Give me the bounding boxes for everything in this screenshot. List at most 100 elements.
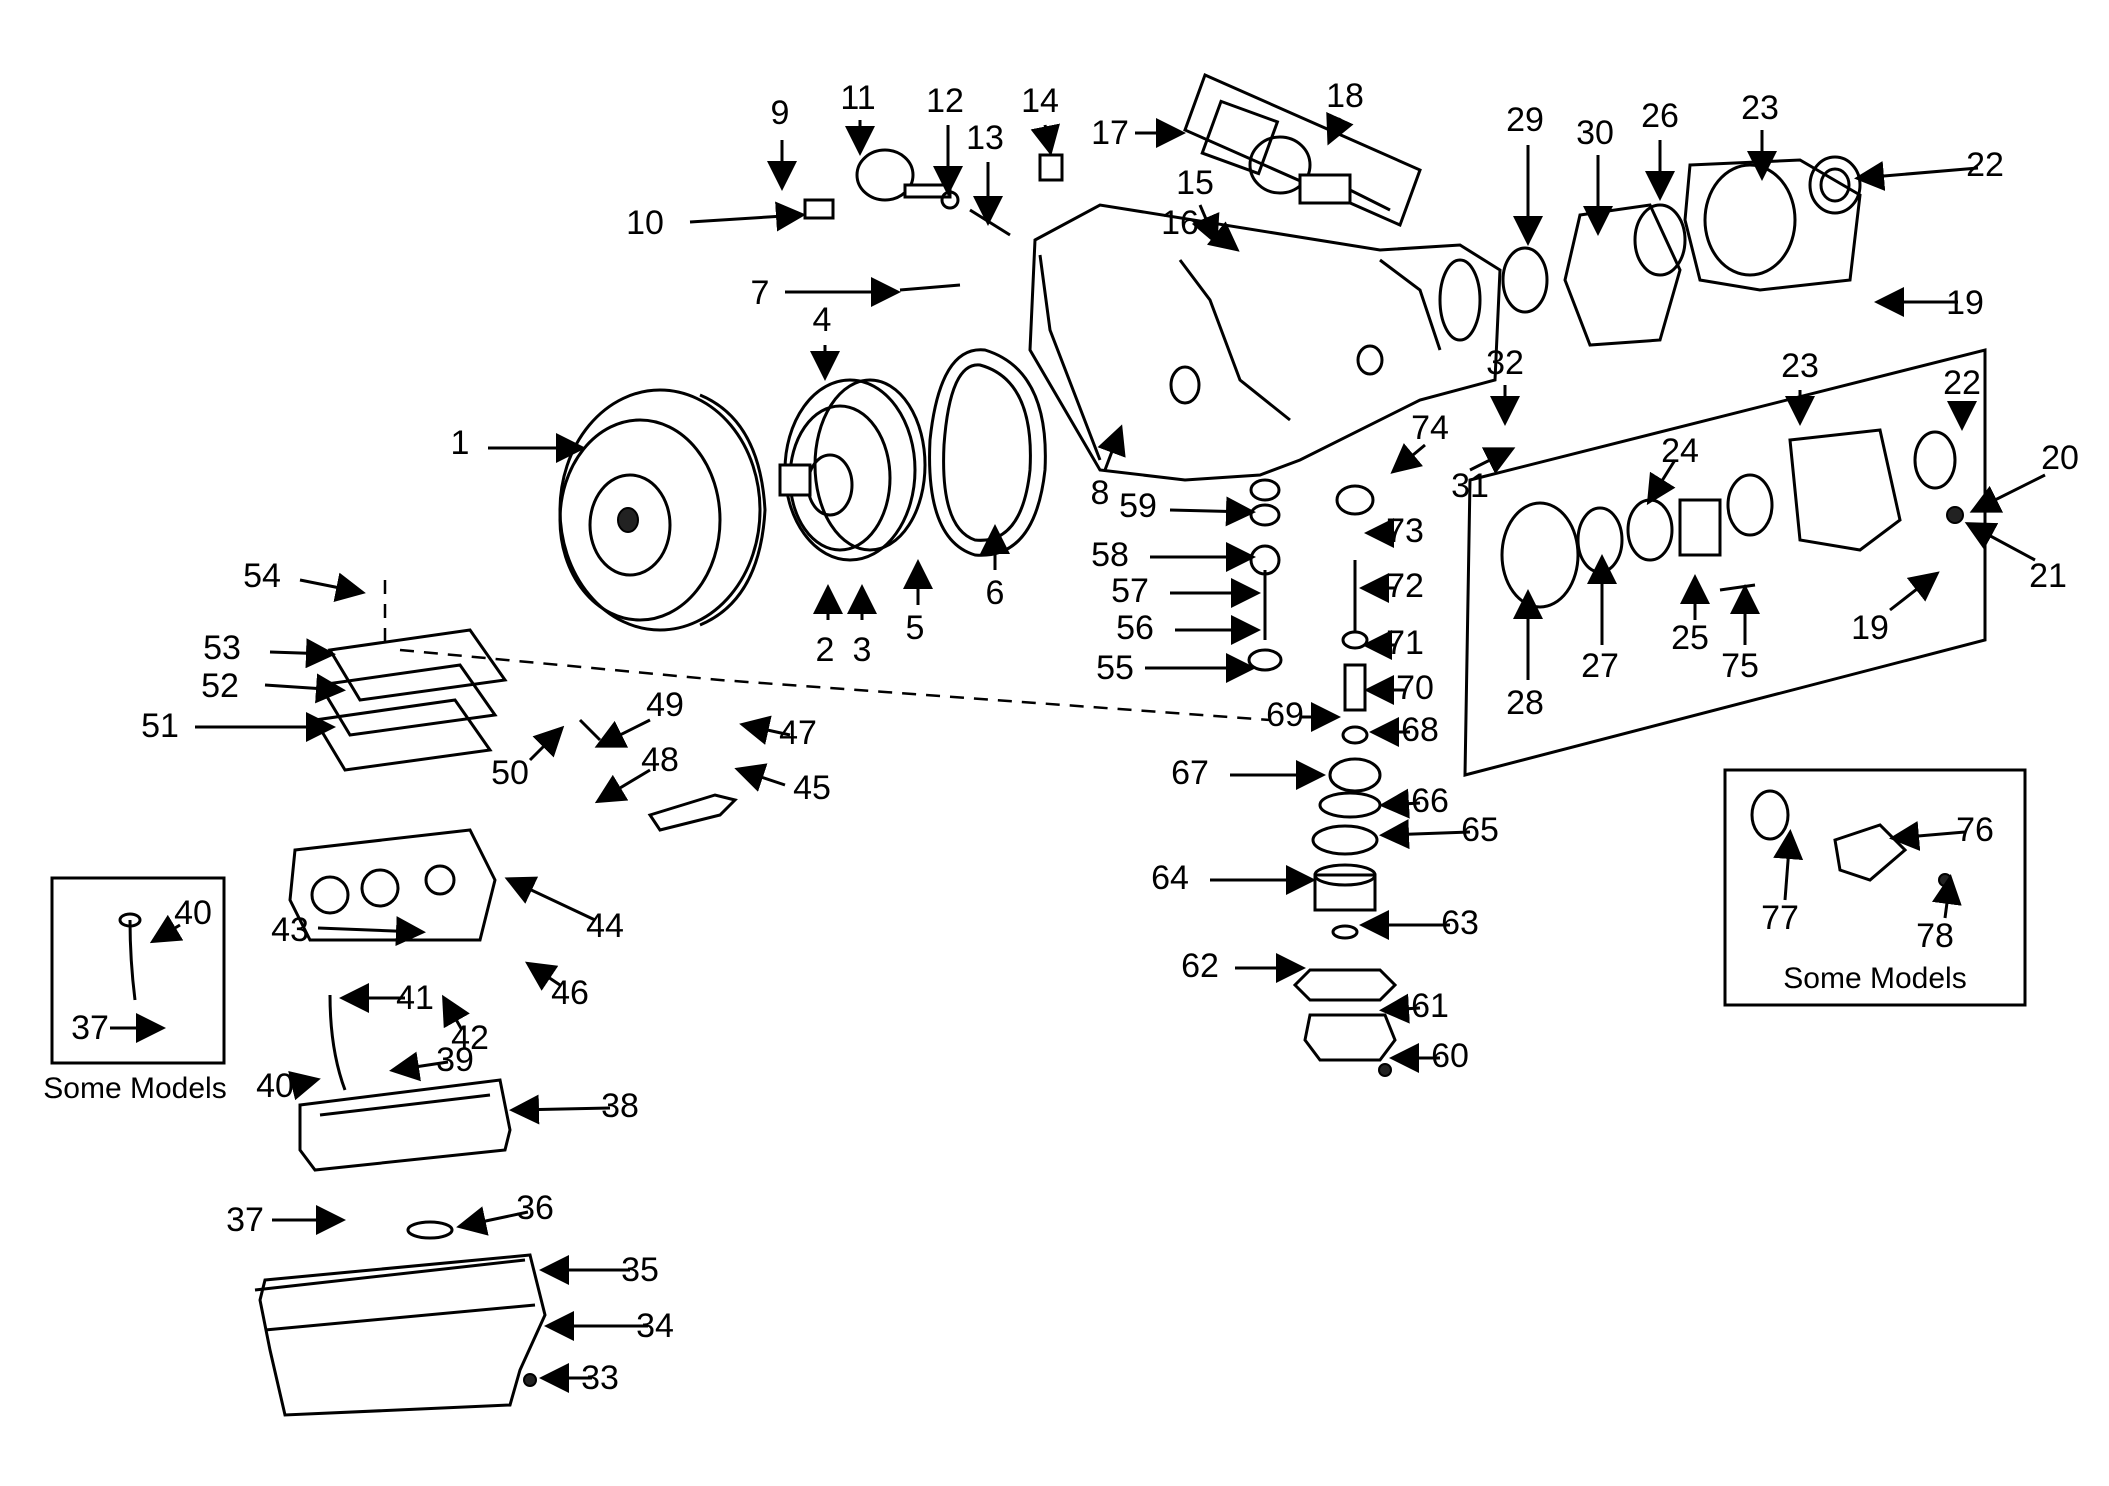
- callout-label-23b: 23: [1781, 347, 1819, 385]
- callout-label-66: 66: [1411, 782, 1449, 820]
- callout-leader-39: [389, 1051, 449, 1082]
- callout-leader-22a: [1854, 161, 1979, 191]
- callout-67: 67: [1171, 754, 1326, 792]
- callout-leader-14: [1030, 123, 1061, 156]
- callout-64: 64: [1151, 859, 1316, 897]
- callout-label-18: 18: [1326, 77, 1364, 115]
- callout-label-75: 75: [1721, 647, 1759, 685]
- callout-72: 72: [1359, 567, 1424, 605]
- callout-2: 2: [813, 584, 843, 669]
- callout-label-52: 52: [201, 667, 239, 705]
- callout-28: 28: [1506, 589, 1544, 722]
- callout-label-15: 15: [1176, 164, 1214, 202]
- callout-63: 63: [1359, 904, 1479, 942]
- callout-label-38: 38: [601, 1087, 639, 1125]
- pump-gasket: [928, 348, 1047, 557]
- callout-leader-52: [264, 673, 346, 704]
- callout-9: 9: [767, 94, 797, 191]
- callout-label-33: 33: [581, 1359, 619, 1397]
- callout-label-45: 45: [793, 769, 831, 807]
- transmission-case: [1028, 203, 1502, 482]
- valve-body-group: [288, 628, 738, 942]
- callout-leader-38: [509, 1094, 611, 1125]
- callout-75: 75: [1721, 584, 1760, 685]
- callout-13: 13: [966, 119, 1004, 226]
- callout-49: 49: [594, 686, 684, 748]
- callout-label-9: 9: [771, 94, 790, 132]
- right-inset-box: [1723, 768, 2027, 1007]
- callout-label-71: 71: [1386, 624, 1424, 662]
- callout-label-64: 64: [1151, 859, 1189, 897]
- callout-23a: 23: [1741, 89, 1779, 181]
- callout-label-29: 29: [1506, 101, 1544, 139]
- callout-label-21: 21: [2029, 557, 2067, 595]
- callout-leader-42: [442, 994, 470, 1031]
- callout-label-23a: 23: [1741, 89, 1779, 127]
- callout-label-61: 61: [1411, 987, 1449, 1025]
- callout-label-35: 35: [621, 1251, 659, 1289]
- left-inset-caption: Some Models: [43, 1072, 226, 1105]
- callout-label-13: 13: [966, 119, 1004, 157]
- callout-label-3: 3: [853, 631, 872, 669]
- callout-label-37a: 37: [226, 1201, 264, 1239]
- callout-leader-19b: [1889, 571, 1940, 612]
- callout-label-44: 44: [586, 907, 624, 945]
- callout-73: 73: [1364, 512, 1424, 550]
- servo-components: [1247, 478, 1398, 1077]
- callout-40a: 40: [149, 894, 212, 944]
- left-inset-box: [50, 876, 226, 1065]
- callout-6: 6: [980, 524, 1010, 612]
- callout-26: 26: [1641, 97, 1679, 201]
- callout-label-11: 11: [840, 79, 875, 117]
- callout-label-24: 24: [1661, 432, 1699, 470]
- callout-label-43: 43: [271, 911, 309, 949]
- callout-label-7: 7: [751, 274, 770, 312]
- callout-leader-59: [1169, 496, 1256, 527]
- callout-label-49: 49: [646, 686, 684, 724]
- callout-label-6: 6: [986, 574, 1005, 612]
- callout-47: 47: [739, 714, 817, 752]
- callout-label-73: 73: [1386, 512, 1424, 550]
- callout-14: 14: [1021, 82, 1061, 156]
- callout-label-32: 32: [1486, 344, 1524, 382]
- callout-37b: 37: [71, 1009, 166, 1047]
- callout-21: 21: [1964, 522, 2067, 595]
- callout-19a: 19: [1874, 284, 1984, 322]
- callout-leader-43: [317, 916, 426, 947]
- callout-leader-44: [504, 876, 596, 922]
- callout-32: 32: [1486, 344, 1524, 426]
- callout-62: 62: [1181, 947, 1306, 985]
- callout-leader-76: [1889, 821, 1966, 851]
- callout-label-74: 74: [1411, 409, 1449, 447]
- callout-leader-66: [1379, 788, 1421, 819]
- callout-46: 46: [525, 961, 589, 1012]
- callout-leader-31: [1469, 447, 1516, 475]
- callout-label-40b: 40: [256, 1067, 294, 1105]
- callout-7: 7: [751, 274, 901, 312]
- callout-3: 3: [847, 584, 877, 669]
- callout-48: 48: [594, 741, 679, 804]
- callout-51: 51: [141, 707, 336, 745]
- callout-44: 44: [504, 876, 624, 945]
- callout-42: 42: [442, 994, 489, 1057]
- callout-label-27: 27: [1581, 647, 1619, 685]
- callout-leader-40a: [149, 914, 184, 944]
- callout-34: 34: [544, 1307, 674, 1345]
- callout-leader-61: [1379, 993, 1421, 1024]
- callout-label-69: 69: [1266, 696, 1304, 734]
- callout-10: 10: [626, 201, 806, 242]
- callout-label-48: 48: [641, 741, 679, 779]
- callout-label-39: 39: [436, 1041, 474, 1079]
- callout-40b: 40: [256, 1067, 321, 1105]
- callout-76: 76: [1889, 811, 1994, 851]
- callout-leader-48: [594, 768, 651, 804]
- callout-leader-36: [456, 1206, 529, 1236]
- callout-60: 60: [1389, 1037, 1469, 1075]
- callout-label-47: 47: [779, 714, 817, 752]
- callout-label-59: 59: [1119, 487, 1157, 525]
- callout-label-22b: 22: [1943, 364, 1981, 402]
- callout-label-40a: 40: [174, 894, 212, 932]
- callout-label-57: 57: [1111, 572, 1149, 610]
- callout-label-22a: 22: [1966, 146, 2004, 184]
